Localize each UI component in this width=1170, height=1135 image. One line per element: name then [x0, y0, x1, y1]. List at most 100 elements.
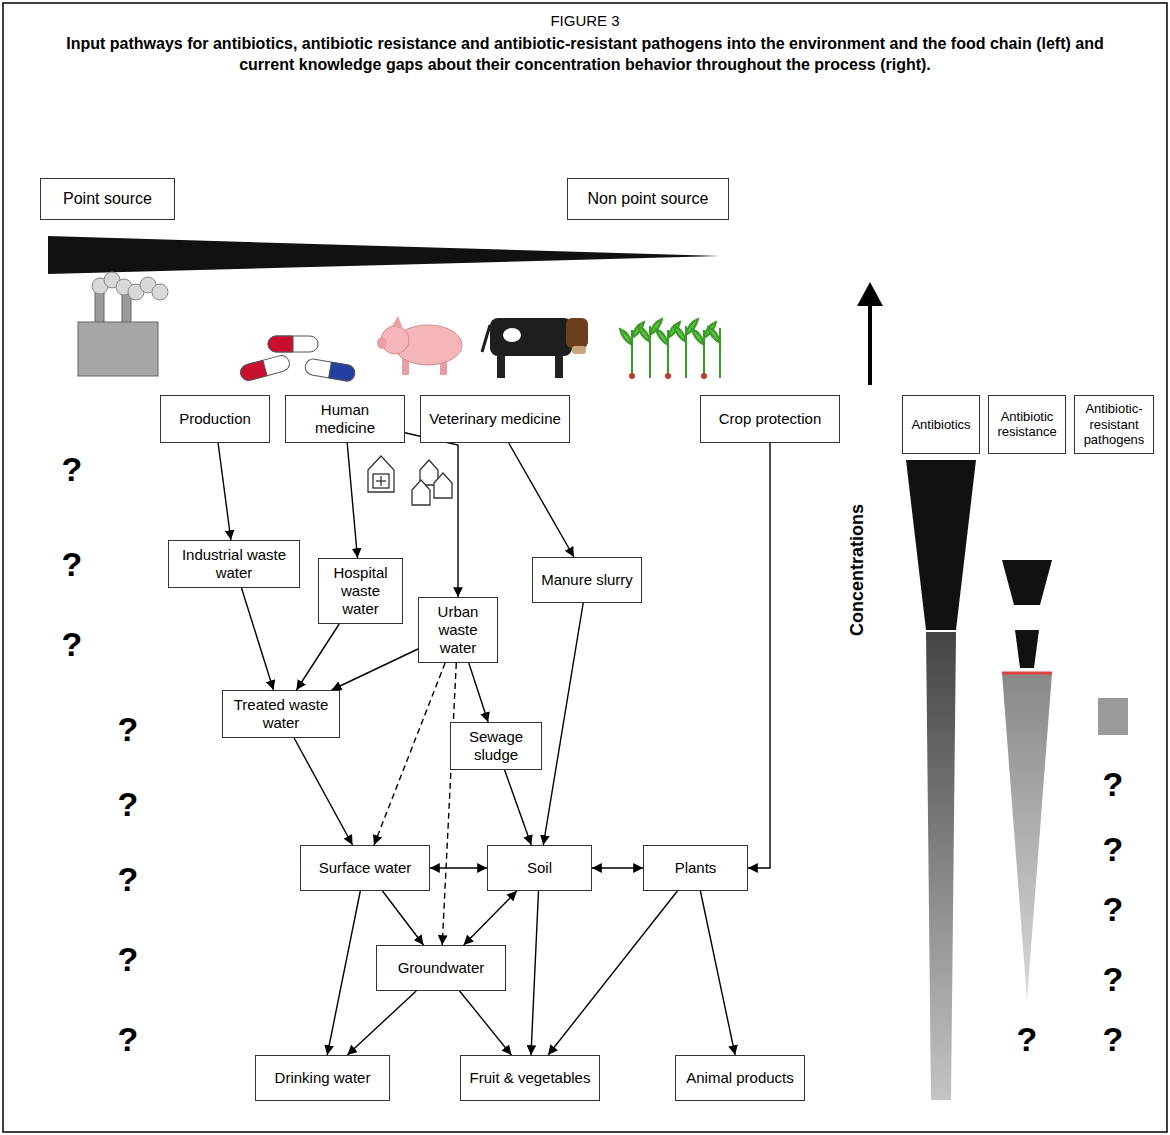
hospital-icon [368, 456, 394, 492]
knowledge-gap-mark: ? [118, 941, 139, 978]
input-box: Human medicine [285, 395, 405, 443]
node-label: Human medicine [292, 401, 398, 437]
cow-icon [490, 318, 572, 356]
knowledge-gap-mark: ? [118, 1021, 139, 1058]
pill-icon [239, 360, 267, 382]
food-box: Drinking water [255, 1055, 390, 1101]
node-label: Urban waste water [425, 603, 491, 657]
up-arrow [868, 302, 872, 385]
hospital-icon [368, 456, 394, 492]
compartment-box: Groundwater [376, 945, 506, 991]
concentration-bars [1002, 673, 1052, 1000]
node-label: Antibiotic-resistant pathogens [1081, 401, 1147, 448]
flow-arrow [347, 443, 357, 558]
source-box: Point source [40, 178, 175, 220]
process-box: Sewage sludge [450, 722, 542, 770]
flow-arrow [548, 891, 677, 1055]
compartment-box: Soil [487, 845, 592, 891]
flow-arrow [405, 433, 458, 597]
factory-icon [78, 272, 168, 376]
figure-caption: Input pathways for antibiotics, antibiot… [45, 34, 1125, 76]
crop-icon [629, 373, 635, 379]
concentration-bars [1002, 560, 1052, 605]
node-label: Non point source [588, 189, 709, 208]
flow-arrow [543, 603, 583, 845]
process-box: Manure slurry [532, 557, 642, 603]
crop-icon [620, 329, 632, 345]
cow-icon [503, 328, 521, 342]
pill-icon [304, 358, 356, 382]
knowledge-gap-mark: ? [118, 786, 139, 823]
flow-arrow [332, 649, 418, 690]
concentration-bars [1002, 672, 1052, 675]
pill-icon [268, 336, 318, 352]
knowledge-gap-mark: ? [62, 546, 83, 583]
pill-icon [268, 336, 293, 352]
flow-arrow [297, 624, 340, 690]
flow-arrow [383, 891, 424, 945]
knowledge-gap-mark: ? [1017, 1021, 1038, 1058]
flow-arrow [531, 891, 539, 1055]
factory-icon [152, 284, 168, 300]
flow-arrow [442, 663, 456, 945]
figure-title: FIGURE 3 [0, 12, 1170, 29]
node-label: Surface water [319, 859, 412, 877]
compartment-box: Plants [643, 845, 748, 891]
factory-icon [95, 292, 104, 324]
hospital-icon [373, 474, 389, 488]
cow-icon [482, 318, 588, 378]
process-box: Treated waste water [222, 690, 340, 738]
node-label: Hospital waste water [325, 564, 396, 618]
pill-icon [239, 336, 356, 382]
flow-arrow [327, 891, 360, 1055]
process-box: Urban waste water [418, 597, 498, 663]
pill-icon [329, 362, 356, 382]
houses-icon [412, 460, 452, 505]
pig-icon [392, 316, 403, 329]
concentration-header: Antibiotics [902, 395, 980, 454]
figure-frame [3, 3, 1167, 1132]
process-box: Hospital waste water [318, 558, 403, 624]
crop-icon [692, 329, 704, 345]
flow-arrow [748, 443, 770, 868]
flow-arrow [374, 663, 445, 845]
houses-icon [434, 473, 452, 498]
up-arrow [857, 282, 883, 306]
crop-icon [674, 326, 686, 342]
flow-arrow [430, 867, 487, 868]
node-label: Sewage sludge [457, 728, 535, 764]
flow-arrow [464, 891, 517, 945]
process-box: Industrial waste water [168, 540, 300, 588]
knowledge-gap-mark: ? [1103, 831, 1124, 868]
node-label: Veterinary medicine [429, 410, 561, 428]
knowledge-gap-mark: ? [1103, 891, 1124, 928]
cow-icon [566, 318, 588, 348]
pig-icon [377, 337, 387, 349]
compartment-box: Surface water [300, 845, 430, 891]
input-box: Production [160, 395, 270, 443]
knowledge-gap-mark: ? [1103, 961, 1124, 998]
node-label: Production [179, 410, 251, 428]
node-label: Plants [675, 859, 717, 877]
flow-arrow [469, 663, 488, 722]
concentration-bars [926, 632, 956, 1100]
pig-icon [377, 316, 462, 375]
knowledge-gap-mark: ? [118, 861, 139, 898]
flow-arrow [347, 991, 416, 1055]
concentration-bars [1015, 630, 1039, 668]
flow-arrow [509, 443, 574, 557]
houses-icon [412, 480, 430, 505]
flow-arrow [700, 891, 735, 1055]
node-label: Industrial waste water [175, 546, 293, 582]
crop-icon [701, 373, 707, 379]
concentration-header: Antibiotic-resistant pathogens [1074, 395, 1154, 454]
node-label: Manure slurry [541, 571, 633, 589]
flow-arrow [218, 443, 231, 540]
knowledge-gap-mark: ? [62, 626, 83, 663]
input-box: Veterinary medicine [420, 395, 570, 443]
knowledge-gap-mark: ? [1103, 1021, 1124, 1058]
node-label: Soil [527, 859, 552, 877]
up-arrow [857, 282, 883, 385]
input-box: Crop protection [700, 395, 840, 443]
crop-icon [708, 327, 720, 343]
